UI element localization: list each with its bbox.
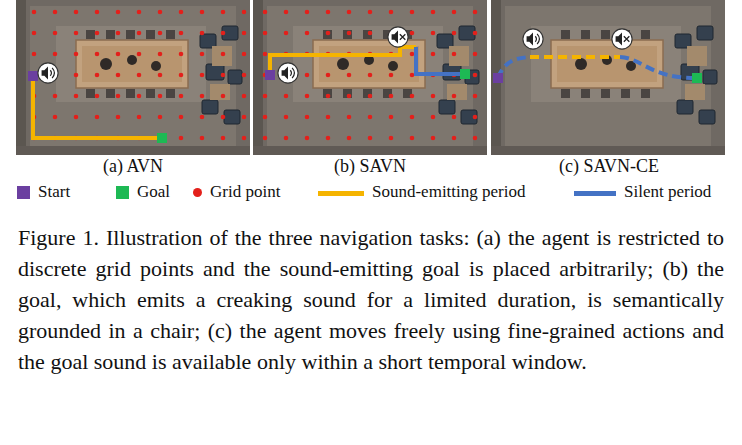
figure-caption: Figure 1. Illustration of the three navi… bbox=[18, 222, 724, 377]
legend-line-sample bbox=[318, 191, 364, 196]
panel-label-holder: (c) SAVN-CE bbox=[559, 156, 659, 177]
legend-dot bbox=[193, 188, 202, 197]
panel-label: (a) AVN bbox=[103, 156, 163, 177]
legend-entry: Silent period bbox=[624, 182, 711, 202]
legend-entry: Goal bbox=[116, 182, 170, 202]
legend-swatch bbox=[116, 186, 129, 199]
legend-text: Start bbox=[38, 182, 70, 202]
panel-b bbox=[253, 0, 487, 155]
panel-label-holder: (a) AVN bbox=[103, 156, 163, 177]
legend-entry: Sound-emitting period bbox=[372, 182, 525, 202]
legend-text: Silent period bbox=[624, 182, 711, 202]
legend-text: Sound-emitting period bbox=[372, 182, 525, 202]
legend-swatch bbox=[17, 186, 30, 199]
legend-text: Grid point bbox=[210, 182, 280, 202]
legend-entry: Start bbox=[17, 182, 70, 202]
panel-label: (b) SAVN bbox=[334, 156, 406, 177]
panel-a bbox=[16, 0, 250, 155]
panel-c bbox=[491, 0, 725, 155]
caption-holder: Figure 1. Illustration of the three navi… bbox=[18, 222, 724, 377]
legend-text: Goal bbox=[137, 182, 170, 202]
panel-label: (c) SAVN-CE bbox=[559, 156, 659, 177]
legend-line-sample bbox=[574, 191, 616, 196]
panel-label-holder: (b) SAVN bbox=[334, 156, 406, 177]
legend-entry: Grid point bbox=[193, 182, 280, 202]
